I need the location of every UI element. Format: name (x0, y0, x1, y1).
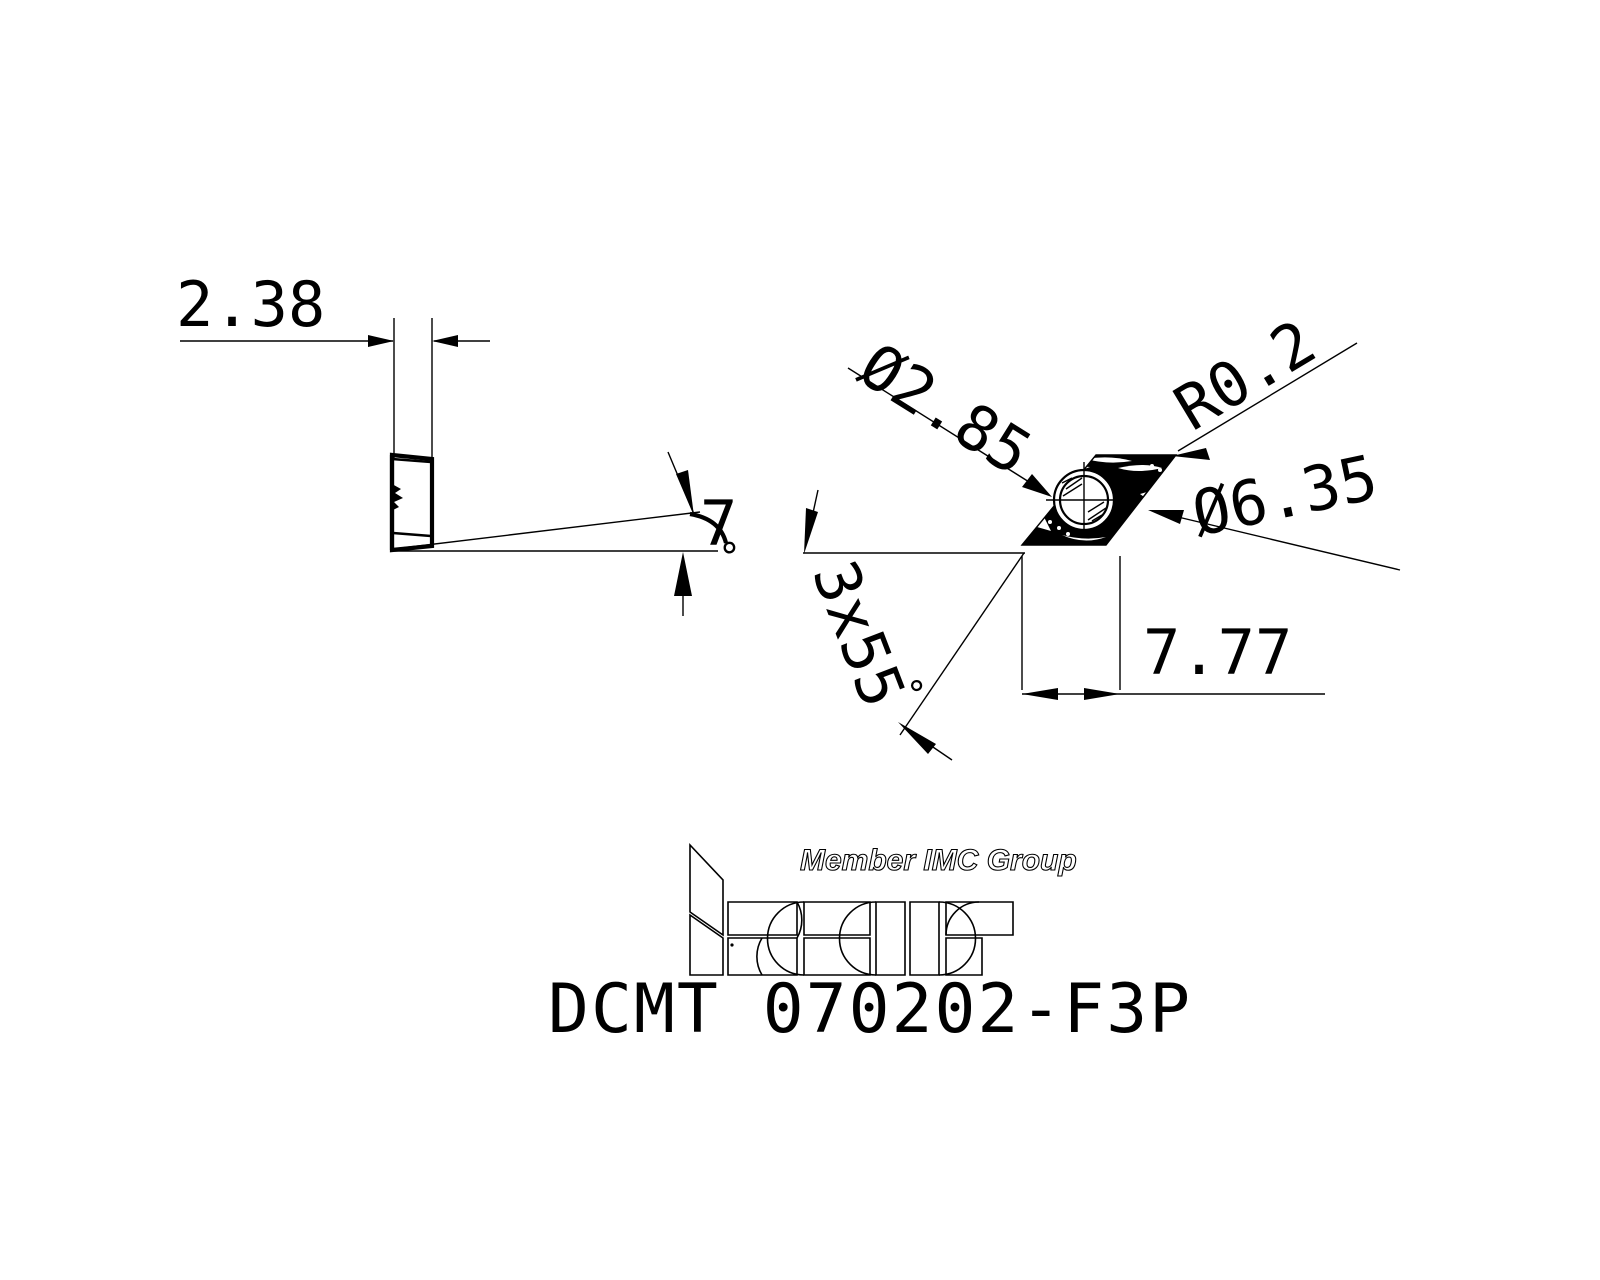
side-body-land-line (392, 531, 432, 538)
arrowhead-thickness-left (368, 335, 394, 347)
part-number-title: DCMT 070202-F3P (548, 970, 1192, 1049)
arrowhead-hole-diameter (1022, 474, 1052, 497)
arrowhead-included-angle-bottom (898, 722, 936, 754)
degree-symbol-clearance-angle: ° (718, 535, 741, 579)
arrowhead-angle-upper (676, 470, 694, 516)
arrowhead-length-left (1022, 688, 1058, 700)
hole-hatching (1061, 477, 1107, 522)
dimension-label-thickness: 2.38 (176, 268, 325, 341)
iscar-logo-mark (689, 842, 1014, 976)
dimension-length: 7.77 (1021, 556, 1325, 700)
arrowhead-corner-radius (1172, 448, 1210, 460)
angle-diagonal-edge-line (899, 552, 1025, 736)
arrowhead-included-angle-top (804, 508, 818, 554)
insert-center-hole (1046, 462, 1122, 538)
angle-flank-line (392, 511, 701, 550)
arrowhead-length-right (1084, 688, 1120, 700)
arrowhead-thickness-right (432, 335, 458, 347)
arrowhead-inscribed-circle (1148, 510, 1184, 524)
dimension-thickness: 2.38 (176, 268, 490, 460)
side-body-top-land-line (391, 457, 432, 464)
arrowhead-angle-lower (674, 552, 692, 596)
leader-line-corner-radius (1177, 342, 1358, 452)
leader-line-inscribed-circle (1156, 511, 1401, 571)
angle-arc (689, 511, 729, 544)
dimension-clearance-angle: 7 ° (392, 451, 741, 616)
side-view: 2.38 (176, 268, 741, 616)
brand-block: Member IMC Group (689, 842, 1077, 976)
dimension-label-length: 7.77 (1143, 616, 1292, 689)
side-body-chipbreaker-profile (391, 484, 403, 511)
dimension-label-clearance-angle: 7 (700, 487, 737, 560)
leader-line-hole-diameter (847, 367, 1046, 493)
side-view-body (389, 452, 435, 553)
brand-tagline: Member IMC Group (800, 844, 1077, 877)
